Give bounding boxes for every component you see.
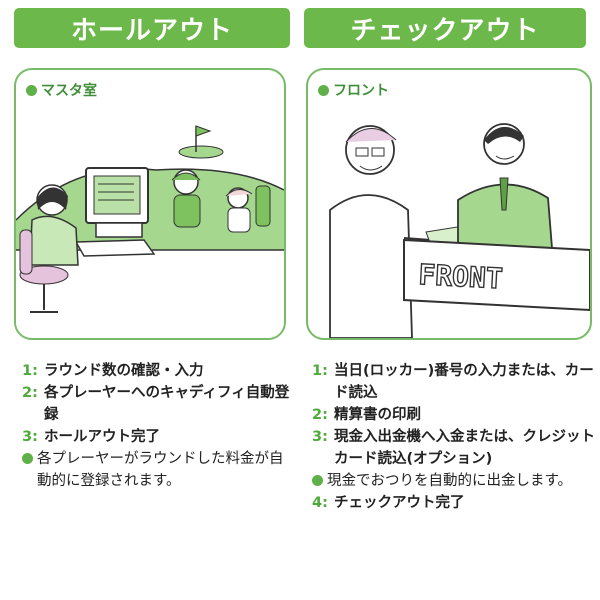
step-number: 2 xyxy=(22,385,33,401)
step-text: ラウンド数の確認・入力 xyxy=(44,363,204,379)
checkout-header: チェックアウト xyxy=(304,8,586,48)
step-text: 当日(ロッカー)番号の入力または、カード読込 xyxy=(334,363,594,401)
list-item: 1: ラウンド数の確認・入力 xyxy=(22,360,292,382)
step-number: 1 xyxy=(312,363,323,379)
step-number: 3 xyxy=(312,429,323,445)
note-item: 各プレーヤーがラウンドした料金が自動的に登録されます。 xyxy=(22,448,292,492)
list-item: 2: 各プレーヤーへのキャディフィ自動登録 xyxy=(22,382,292,426)
list-item: 1: 当日(ロッカー)番号の入力または、カード読込 xyxy=(312,360,597,404)
bullet-dot-icon xyxy=(26,84,37,96)
note-text: 現金でおつりを自動的に出金します。 xyxy=(327,473,573,489)
step-number: 2 xyxy=(312,407,323,423)
front-desk-panel: フロント FRONT xyxy=(306,68,592,340)
list-item: 2: 精算書の印刷 xyxy=(312,404,597,426)
note-item: 現金でおつりを自動的に出金します。 xyxy=(312,470,597,492)
front-desk-illustration: FRONT xyxy=(329,123,590,338)
front-counter-sign: FRONT xyxy=(418,258,504,295)
list-item: 4: チェックアウト完了 xyxy=(312,492,597,514)
bullet-dot-icon xyxy=(22,453,33,464)
location-text: フロント xyxy=(333,83,389,99)
step-number: 1 xyxy=(22,363,33,379)
step-number: 4 xyxy=(312,495,323,511)
step-number: 3 xyxy=(22,429,33,445)
holeout-header: ホールアウト xyxy=(14,8,290,48)
note-text: 各プレーヤーがラウンドした料金が自動的に登録されます。 xyxy=(37,451,284,489)
location-label-front: フロント xyxy=(318,80,389,100)
list-item: 3: 現金入出金機へ入金または、クレジットカード読込(オプション) xyxy=(312,426,597,470)
list-item: 3: ホールアウト完了 xyxy=(22,426,292,448)
step-text: 精算書の印刷 xyxy=(334,407,421,423)
step-text: 各プレーヤーへのキャディフィ自動登録 xyxy=(44,385,290,423)
checkout-steps: 1: 当日(ロッカー)番号の入力または、カード読込 2: 精算書の印刷 3: 現… xyxy=(312,360,597,514)
location-label-master-room: マスタ室 xyxy=(26,80,97,100)
location-text: マスタ室 xyxy=(41,83,97,99)
bullet-dot-icon xyxy=(312,475,323,486)
step-text: 現金入出金機へ入金または、クレジットカード読込(オプション) xyxy=(334,429,595,467)
step-text: チェックアウト完了 xyxy=(334,495,465,511)
bullet-dot-icon xyxy=(318,84,329,96)
step-text: ホールアウト完了 xyxy=(44,429,160,445)
holeout-steps: 1: ラウンド数の確認・入力 2: 各プレーヤーへのキャディフィ自動登録 3: … xyxy=(22,360,292,492)
master-room-panel: マスタ室 xyxy=(14,68,286,340)
master-room-illustration xyxy=(16,125,284,338)
